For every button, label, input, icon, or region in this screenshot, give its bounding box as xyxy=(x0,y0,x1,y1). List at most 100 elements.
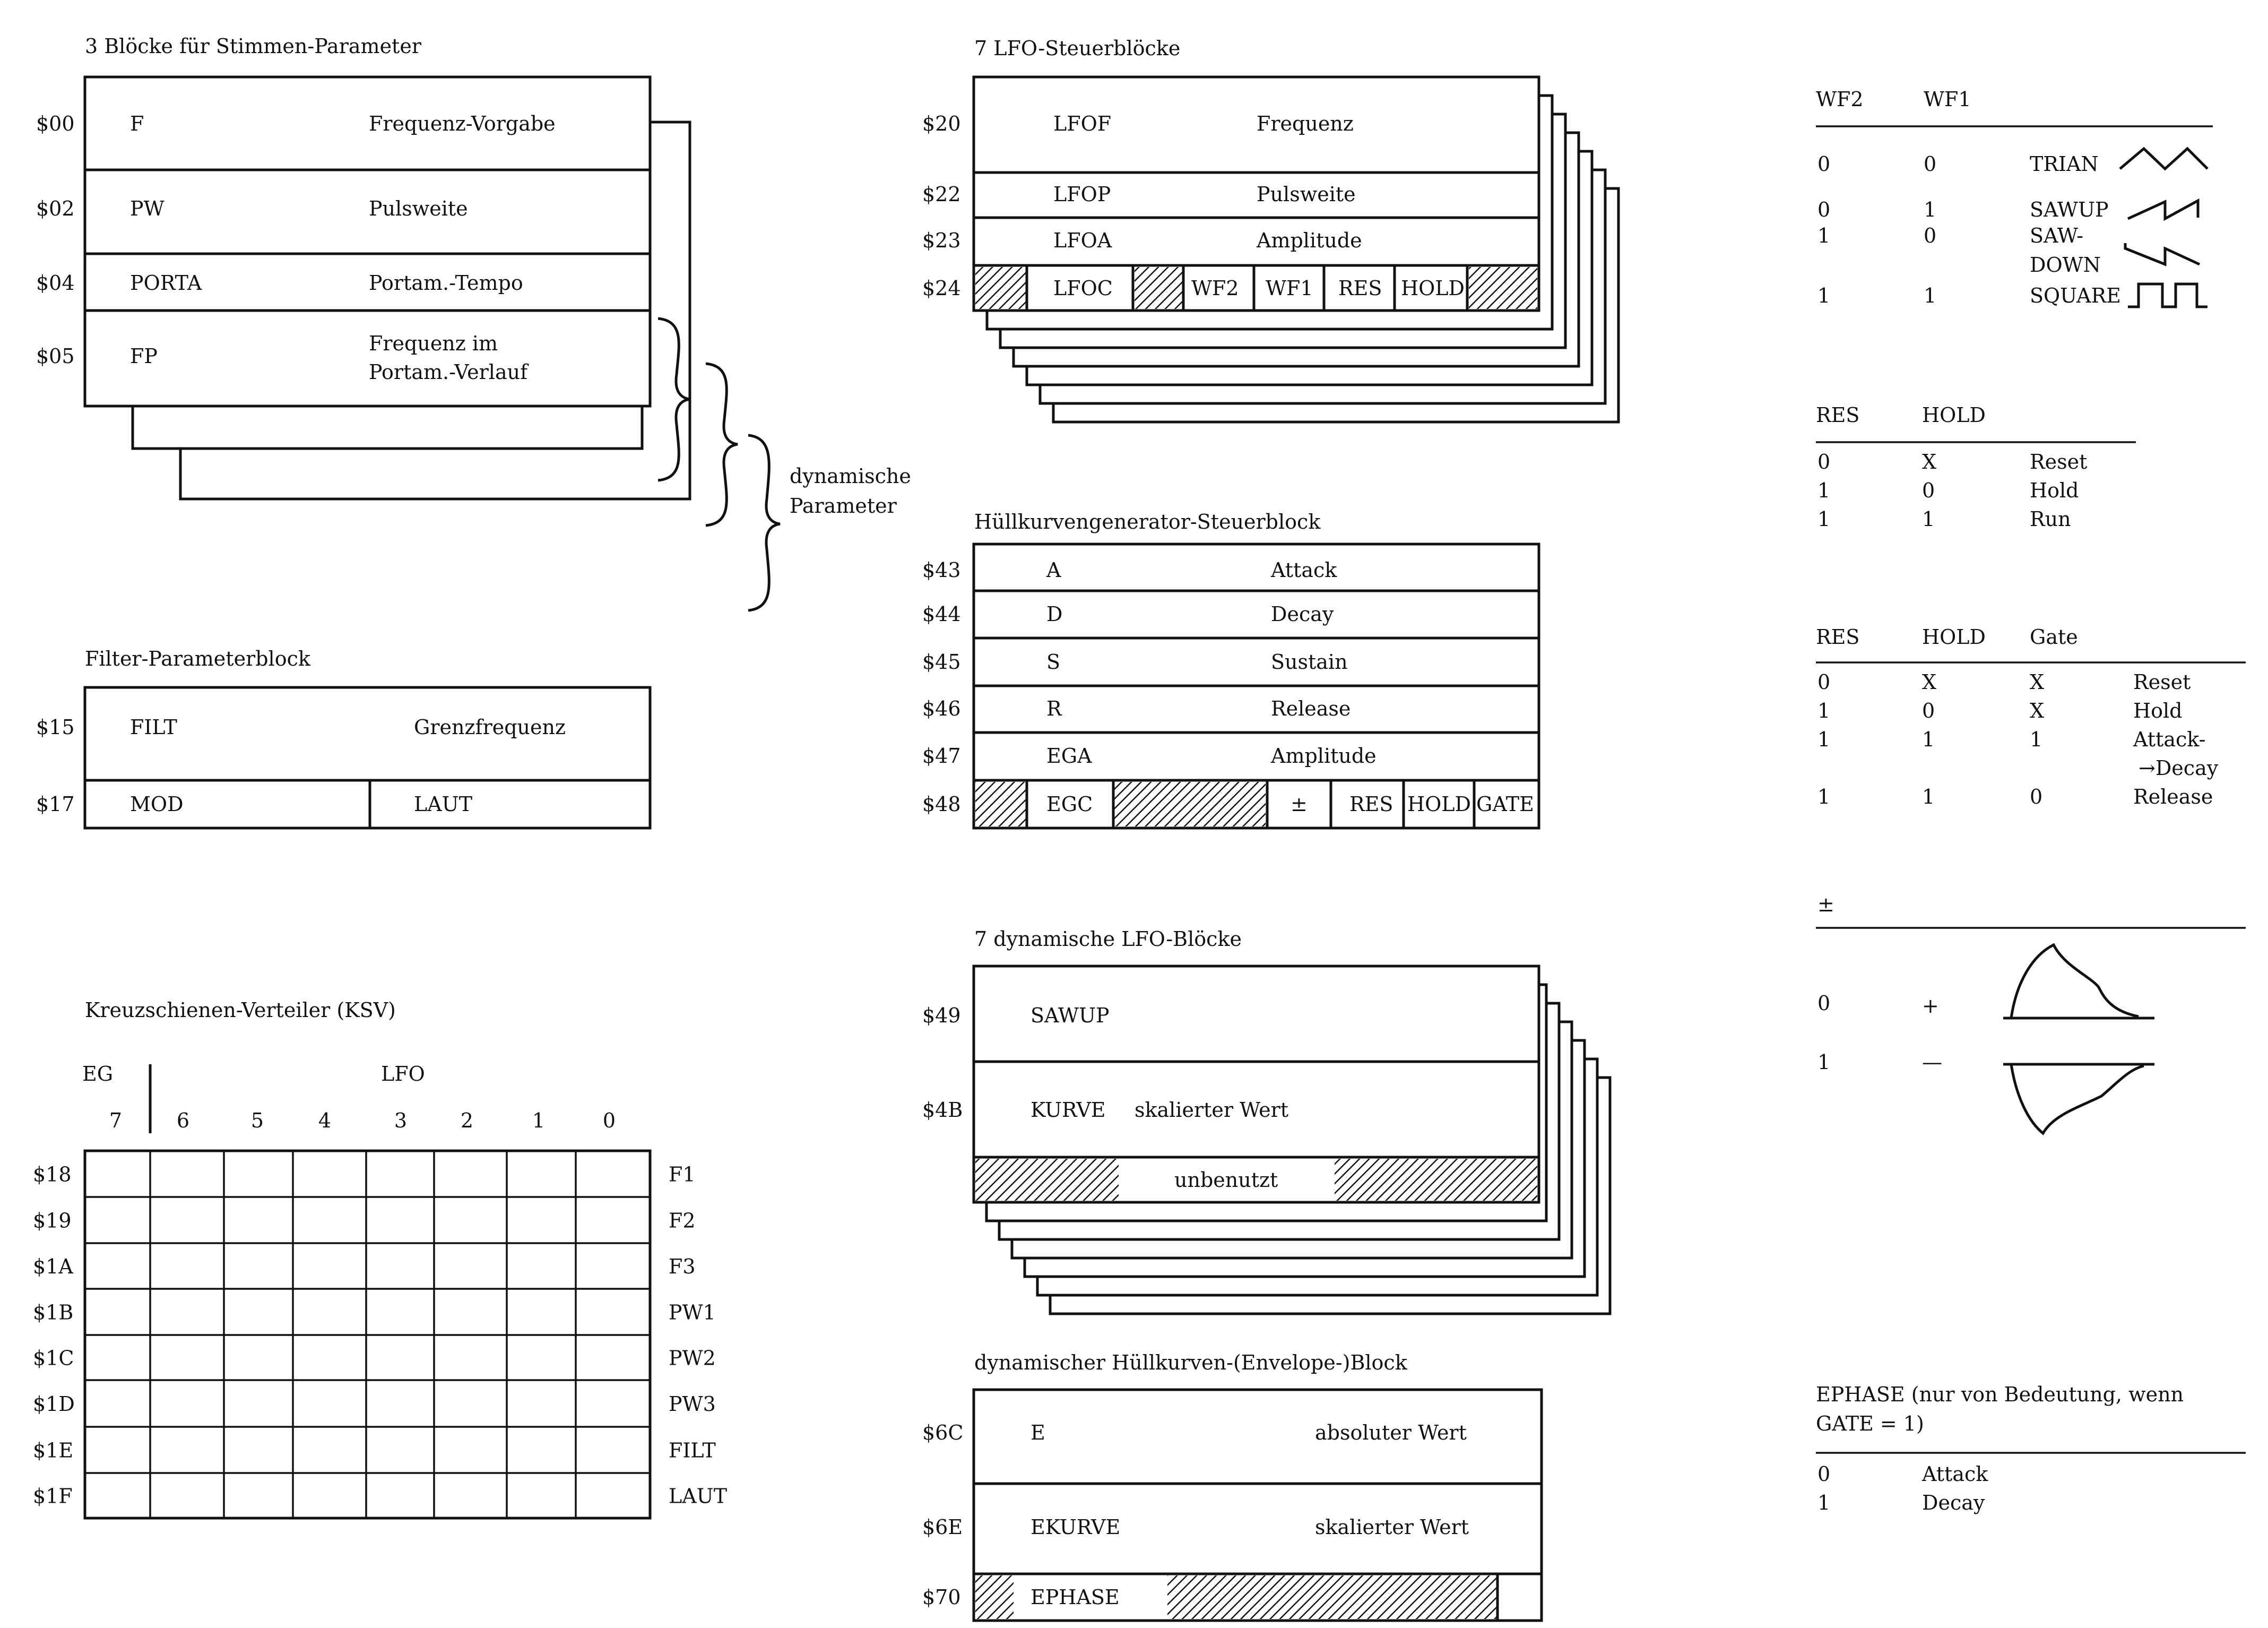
ksv-row-label: F3 xyxy=(669,1255,696,1278)
table-cell: X xyxy=(2030,670,2044,694)
ksv-title: Kreuzschienen-Verteiler (KSV) xyxy=(85,998,396,1022)
table-header: GATE = 1) xyxy=(1816,1412,1924,1435)
bit-label: GATE xyxy=(1476,793,1534,816)
table-cell: X xyxy=(2030,699,2044,722)
table-cell: 1 xyxy=(1817,699,1830,722)
bit-label: WF2 xyxy=(1191,277,1239,300)
dynamic-envelope-block: dynamischer Hüllkurven-(Envelope-)Block … xyxy=(922,1351,1543,1622)
register-desc: absoluter Wert xyxy=(1315,1421,1467,1444)
address-label: $24 xyxy=(922,277,961,300)
register-desc: Portam.-Verlauf xyxy=(369,360,529,384)
table-cell: Decay xyxy=(1922,1491,1985,1514)
table-header: HOLD xyxy=(1922,403,1986,427)
table-cell: 0 xyxy=(1817,992,1830,1015)
ksv-row-label: PW3 xyxy=(669,1392,716,1416)
address-label: $48 xyxy=(922,793,961,816)
table-cell: 1 xyxy=(1924,198,1936,221)
waveform-label: SAW- xyxy=(2030,224,2083,247)
address-label: $1E xyxy=(33,1439,73,1462)
address-label: $22 xyxy=(922,183,961,206)
table-cell: 1 xyxy=(1817,1050,1830,1074)
table-cell: 1 xyxy=(1817,507,1830,531)
register-desc: skalierter Wert xyxy=(1315,1515,1469,1539)
ksv-row-label: F2 xyxy=(669,1209,696,1233)
bit-label: WF1 xyxy=(1266,277,1313,300)
table-cell: — xyxy=(1922,1050,1942,1074)
table-cell: 1 xyxy=(1817,785,1830,808)
address-label: $70 xyxy=(922,1586,961,1609)
table-cell: 0 xyxy=(1924,152,1936,176)
register-name: FP xyxy=(130,344,158,368)
register-name: EGA xyxy=(1046,744,1092,768)
address-label: $00 xyxy=(36,112,75,135)
address-label: $18 xyxy=(33,1163,72,1186)
table-cell: 1 xyxy=(1922,728,1935,751)
table-cell: 1 xyxy=(1817,224,1830,247)
eg-block-title: Hüllkurvengenerator-Steuerblock xyxy=(974,510,1321,533)
table-cell: Hold xyxy=(2030,479,2079,502)
table-cell: →Decay xyxy=(2139,756,2219,780)
voice-block-1 xyxy=(83,75,652,408)
lfo-block-front xyxy=(972,75,1540,312)
lfo-control-blocks: 7 LFO-Steuerblöcke $20 LFOF Frequenz $22… xyxy=(922,37,1620,424)
table-cell: 1 xyxy=(1817,1491,1830,1514)
table-cell: 1 xyxy=(1817,479,1830,502)
ksv-grid xyxy=(83,1149,652,1520)
register-desc: Frequenz xyxy=(1257,112,1354,135)
ksv-column-label: 1 xyxy=(532,1109,545,1132)
sawtooth-down-icon xyxy=(2124,243,2201,266)
register-name: PW xyxy=(130,197,165,220)
envelope-control-block: Hüllkurvengenerator-Steuerblock $43 A At… xyxy=(922,510,1540,830)
table-cell: 0 xyxy=(1924,224,1936,247)
ksv-column-label: 4 xyxy=(318,1109,331,1132)
register-name: FILT xyxy=(130,716,177,739)
ksv-group-eg: EG xyxy=(82,1062,113,1086)
register-name: D xyxy=(1046,602,1062,626)
address-label: $23 xyxy=(922,229,961,252)
ksv-column-label: 6 xyxy=(177,1109,189,1132)
waveform-label: DOWN xyxy=(2030,253,2101,277)
register-name: MOD xyxy=(130,793,184,816)
address-label: $49 xyxy=(922,1004,961,1027)
table-header: ± xyxy=(1817,893,1834,916)
table-cell: 1 xyxy=(2030,728,2042,751)
table-cell: 0 xyxy=(1922,479,1935,502)
register-desc: Pulsweite xyxy=(1257,183,1356,206)
waveform-label: TRIAN xyxy=(2030,152,2099,176)
address-label: $6C xyxy=(922,1421,963,1444)
table-cell: Attack- xyxy=(2133,728,2205,751)
negative-envelope-icon xyxy=(2003,1063,2154,1135)
register-name: LAUT xyxy=(414,793,472,816)
register-name: EKURVE xyxy=(1031,1515,1120,1539)
ksv-column-label: 7 xyxy=(109,1109,122,1132)
address-label: $1C xyxy=(33,1347,74,1370)
ksv-row-label: LAUT xyxy=(669,1485,727,1508)
voice-parameter-blocks: 3 Blöcke für Stimmen-Parameter $00 F Fre… xyxy=(36,35,911,612)
register-name: LFOC xyxy=(1053,277,1113,300)
dynamic-lfo-blocks: 7 dynamische LFO-Blöcke $49 SAWUP $4B KU… xyxy=(922,927,1612,1315)
ksv-column-label: 2 xyxy=(461,1109,473,1132)
table-cell: 0 xyxy=(1817,152,1830,176)
address-label: $20 xyxy=(922,112,961,135)
table-cell: Release xyxy=(2133,785,2213,808)
address-label: $47 xyxy=(922,744,961,768)
table-header: RES xyxy=(1816,625,1859,649)
address-label: $43 xyxy=(922,558,961,582)
table-cell: Reset xyxy=(2030,450,2087,473)
register-desc: Portam.-Tempo xyxy=(369,271,523,295)
table-cell: 1 xyxy=(1817,728,1830,751)
ksv-column-label: 0 xyxy=(603,1109,616,1132)
table-cell: X xyxy=(1922,450,1936,473)
ksv-column-label: 5 xyxy=(251,1109,264,1132)
table-header: WF2 xyxy=(1816,88,1864,111)
register-name: S xyxy=(1046,650,1060,674)
address-label: $02 xyxy=(36,197,75,220)
table-cell: Reset xyxy=(2133,670,2191,694)
square-wave-icon xyxy=(2128,282,2208,308)
table-cell: Hold xyxy=(2133,699,2183,722)
table-cell: 1 xyxy=(1817,284,1830,307)
